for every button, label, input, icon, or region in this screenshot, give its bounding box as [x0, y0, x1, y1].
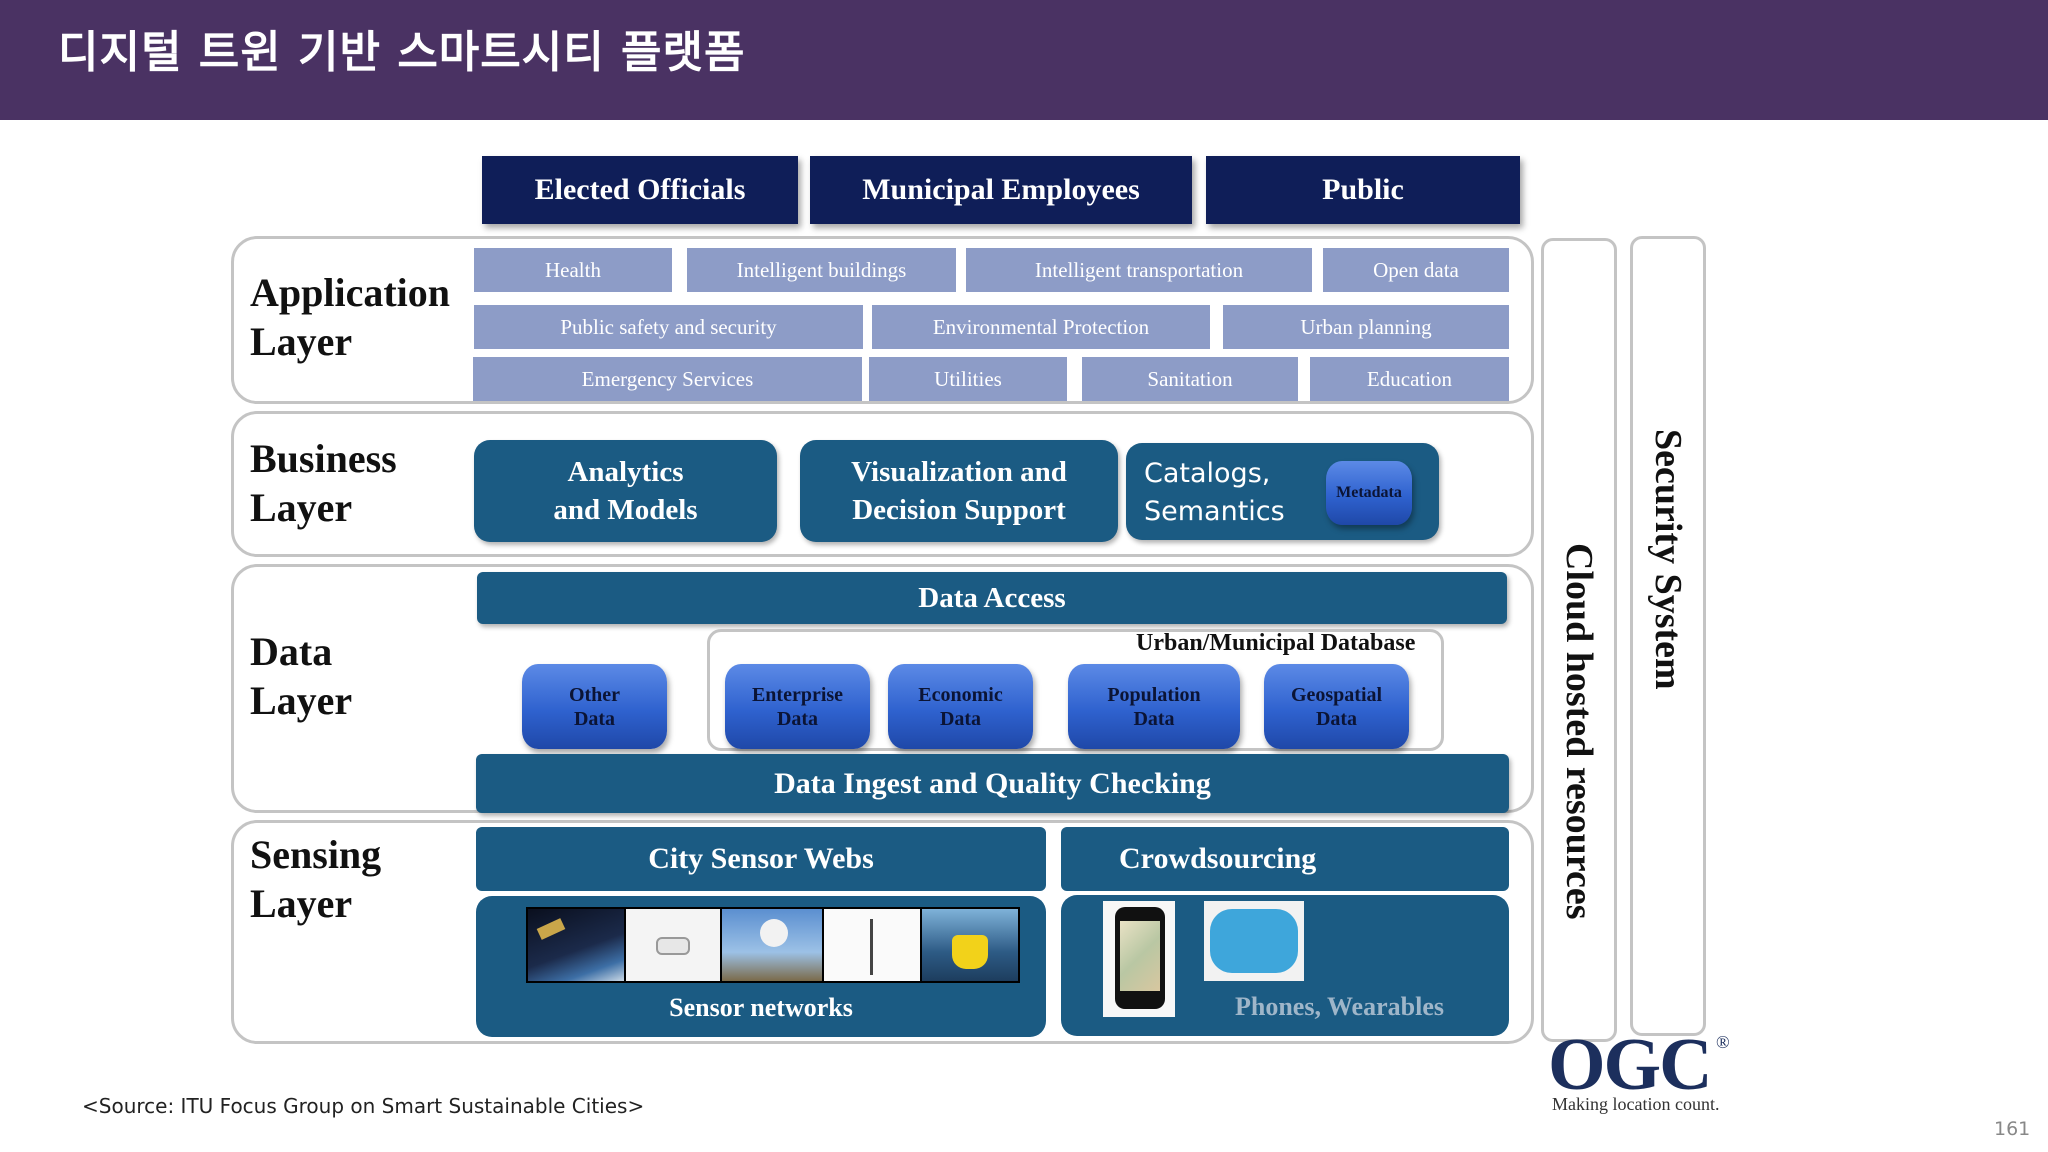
stakeholder-public: Public	[1206, 156, 1520, 224]
population-data-cylinder: Population Data	[1068, 664, 1240, 749]
page-number: 161	[1994, 1118, 2031, 1140]
title-bar	[0, 0, 2048, 120]
source-citation: <Source: ITU Focus Group on Smart Sustai…	[82, 1094, 645, 1118]
sensor-photo-strip	[526, 907, 1020, 983]
analytics-and-models-box: Analytics and Models	[474, 440, 777, 542]
slide-title: 디지털 트윈 기반 스마트시티 플랫폼	[58, 27, 746, 78]
stakeholder-elected-officials: Elected Officials	[482, 156, 798, 224]
catalogs-semantics-box: Catalogs, Semantics Metadata	[1126, 443, 1439, 540]
weather-mast-icon	[870, 919, 873, 975]
crowdsourcing-bar: Crowdsourcing	[1061, 827, 1509, 891]
municipal-database-box	[707, 629, 1444, 751]
security-system-column: Security System	[1630, 236, 1706, 1036]
enterprise-data-cylinder: Enterprise Data	[725, 664, 870, 749]
radar-dome-icon	[760, 919, 788, 947]
satellite-icon	[536, 918, 566, 940]
data-ingest-bar: Data Ingest and Quality Checking	[476, 754, 1509, 813]
ogc-logo: OGC	[1548, 1024, 1713, 1106]
buoy-image	[922, 909, 1018, 981]
weather-station-image	[824, 909, 920, 981]
registered-mark: ®	[1716, 1032, 1730, 1052]
app-tile-emergency-services: Emergency Services	[473, 357, 862, 401]
app-tile-public-safety: Public safety and security	[474, 305, 863, 349]
sensor-networks-label: Sensor networks	[669, 993, 853, 1022]
smartphone-icon	[1115, 907, 1165, 1009]
wearable-device-icon	[1210, 909, 1298, 973]
drone-icon	[656, 937, 690, 955]
app-tile-sanitation: Sanitation	[1082, 357, 1298, 401]
wearable-image	[1204, 901, 1304, 981]
security-system-label: Security System	[1647, 428, 1689, 690]
cloud-resources-label: Cloud hosted resources	[1558, 542, 1600, 920]
radar-station-image	[722, 909, 822, 981]
satellite-image	[528, 909, 624, 981]
phone-image	[1103, 901, 1175, 1017]
app-tile-utilities: Utilities	[869, 357, 1067, 401]
other-data-cylinder: Other Data	[522, 664, 667, 749]
business-layer-label: Business Layer	[250, 436, 397, 530]
stakeholder-municipal-employees: Municipal Employees	[810, 156, 1192, 224]
economic-data-cylinder: Economic Data	[888, 664, 1033, 749]
app-tile-education: Education	[1310, 357, 1509, 401]
metadata-cylinder: Metadata	[1326, 461, 1412, 525]
app-tile-open-data: Open data	[1323, 248, 1509, 292]
visualization-decision-support-box: Visualization and Decision Support	[800, 440, 1118, 542]
cloud-resources-column: Cloud hosted resources	[1541, 238, 1617, 1042]
app-tile-intelligent-buildings: Intelligent buildings	[687, 248, 956, 292]
application-layer-label: Application Layer	[250, 270, 451, 364]
drone-image	[626, 909, 720, 981]
data-access-bar: Data Access	[477, 572, 1507, 624]
phone-map-screen	[1120, 921, 1160, 991]
ogc-tagline: Making location count.	[1552, 1094, 1720, 1114]
buoy-icon	[952, 935, 988, 969]
city-sensor-webs-bar: City Sensor Webs	[476, 827, 1046, 891]
app-tile-environmental-protection: Environmental Protection	[872, 305, 1210, 349]
geospatial-data-cylinder: Geospatial Data	[1264, 664, 1409, 749]
app-tile-urban-planning: Urban planning	[1223, 305, 1509, 349]
data-layer-label: Data Layer	[250, 629, 353, 723]
sensing-layer-label: Sensing Layer	[250, 832, 382, 926]
catalogs-semantics-label: Catalogs, Semantics	[1144, 458, 1285, 527]
app-tile-intelligent-transportation: Intelligent transportation	[966, 248, 1312, 292]
app-tile-health: Health	[474, 248, 672, 292]
phones-wearables-label: Phones, Wearables	[1235, 992, 1444, 1021]
municipal-database-label: Urban/Municipal Database	[1136, 630, 1416, 656]
sensor-networks-panel: Sensor networks	[476, 896, 1046, 1037]
phones-wearables-panel: Phones, Wearables	[1061, 895, 1509, 1036]
